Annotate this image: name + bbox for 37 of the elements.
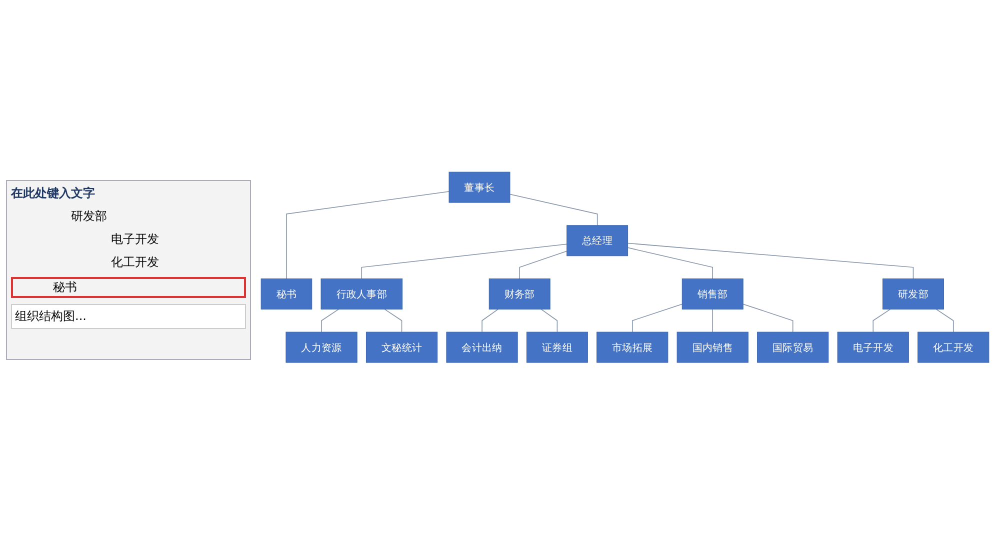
connector bbox=[742, 304, 794, 333]
node-box: 秘书 bbox=[260, 278, 312, 310]
connector bbox=[482, 309, 498, 333]
node-box: 董事长 bbox=[448, 172, 510, 203]
node-box: 证券组 bbox=[526, 332, 588, 363]
list-item: 化工开发 bbox=[110, 254, 160, 271]
node-box: 市场拓展 bbox=[596, 332, 668, 363]
connector bbox=[286, 191, 450, 280]
node-box: 研发部 bbox=[882, 278, 944, 310]
connector bbox=[519, 250, 568, 280]
node-box: 人力资源 bbox=[286, 332, 358, 363]
node-box: 国际贸易 bbox=[757, 332, 829, 363]
node-box: 销售部 bbox=[682, 278, 744, 310]
connector bbox=[872, 309, 891, 333]
node-box: 国内销售 bbox=[676, 332, 748, 363]
node-box: 电子开发 bbox=[837, 332, 909, 363]
connector bbox=[321, 309, 340, 333]
connector bbox=[361, 244, 568, 280]
node-box: 化工开发 bbox=[918, 332, 990, 363]
pane-title: 在此处键入文字 bbox=[11, 185, 96, 202]
node-box: 行政人事部 bbox=[320, 278, 403, 310]
connector bbox=[632, 304, 683, 333]
connector bbox=[540, 309, 558, 333]
node-box: 财务部 bbox=[488, 278, 550, 310]
node-box: 会计出纳 bbox=[446, 332, 518, 363]
connector bbox=[936, 309, 954, 333]
list-item: 研发部 bbox=[70, 208, 108, 225]
connector bbox=[510, 194, 598, 226]
node-box: 总经理 bbox=[566, 225, 628, 256]
connector bbox=[712, 309, 713, 333]
connector bbox=[627, 243, 914, 280]
connector bbox=[384, 309, 402, 333]
list-item: 电子开发 bbox=[110, 231, 160, 248]
layout-name: 组织结构图... bbox=[11, 304, 246, 329]
node-box: 文秘统计 bbox=[366, 332, 438, 363]
connector bbox=[627, 248, 713, 280]
list-item: 秘书 bbox=[11, 277, 246, 298]
